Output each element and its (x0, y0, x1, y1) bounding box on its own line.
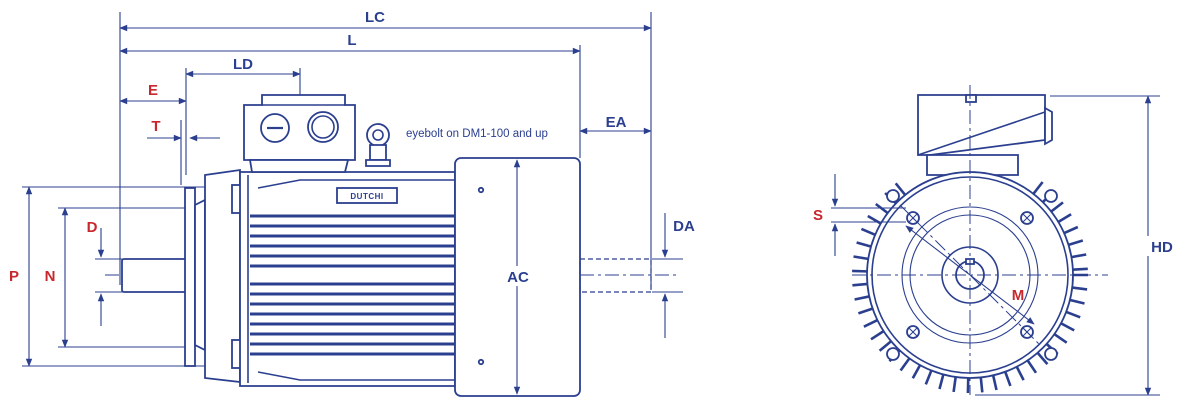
ld-label: LD (233, 56, 253, 73)
hd-label: HD (1151, 239, 1173, 256)
terminal-box (243, 94, 356, 173)
e-label: E (148, 82, 158, 99)
nameplate (336, 187, 398, 204)
l-label: L (347, 32, 356, 49)
lc-label: LC (365, 9, 385, 26)
cooling-fins (250, 214, 455, 356)
n-label: N (45, 268, 56, 285)
m-label: M (1012, 287, 1025, 304)
ac-label: AC (507, 269, 529, 286)
d-label: D (87, 219, 98, 236)
rear-shaft (579, 258, 652, 293)
end-view: S M HD (813, 85, 1178, 396)
side-view: DUTCHI eyebolt on DM1-100 and up (9, 9, 695, 397)
p-label: P (9, 268, 19, 285)
eyebolt-note: eyebolt on DM1-100 and up (406, 128, 548, 140)
s-label: S (813, 207, 823, 224)
ea-label: EA (606, 114, 627, 131)
drive-shaft (121, 258, 187, 293)
end-terminal-box (917, 94, 1046, 156)
da-label: DA (673, 218, 695, 235)
mounting-flange (184, 187, 196, 367)
t-label: T (151, 118, 160, 135)
eyebolt (365, 123, 391, 167)
nameplate-text: DUTCHI (350, 192, 383, 201)
m-dimension-line (905, 225, 1035, 325)
